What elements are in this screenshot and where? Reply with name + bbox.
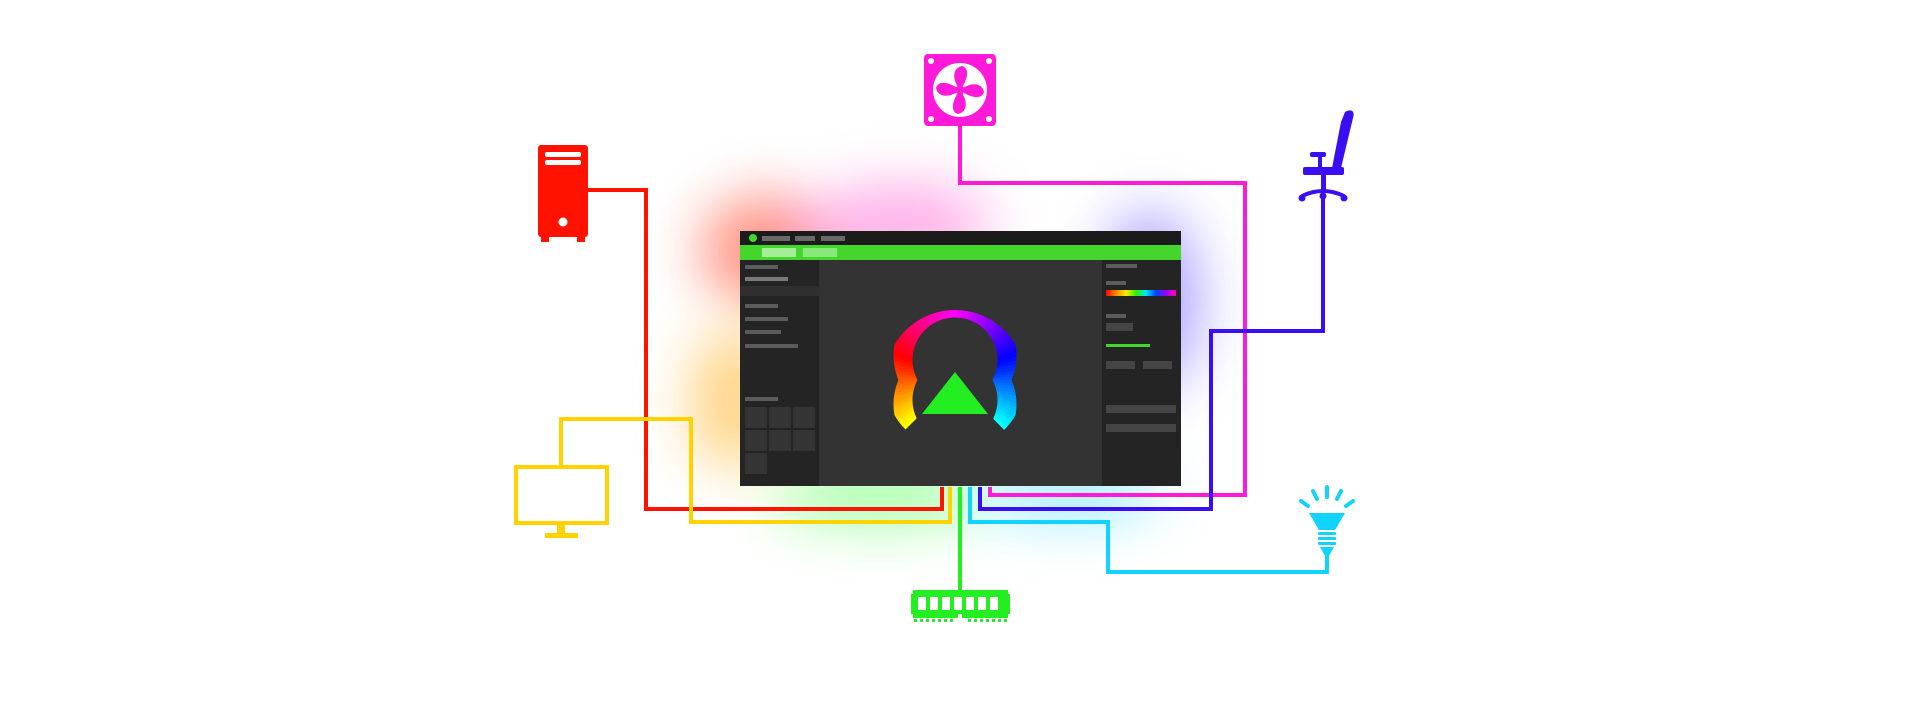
grid-cell[interactable]: [745, 407, 767, 428]
sidebar-item-placeholder[interactable]: [745, 344, 798, 348]
triangle-shape: [921, 347, 989, 387]
panel-field-placeholder[interactable]: [1106, 424, 1176, 432]
right-panel: [1102, 260, 1181, 486]
grid-cell[interactable]: [745, 453, 767, 474]
pc-tower-icon: [538, 145, 588, 242]
grid-cell[interactable]: [793, 407, 815, 428]
grid-cell[interactable]: [745, 430, 767, 451]
color-spectrum-bar[interactable]: [1106, 290, 1176, 296]
menu-item-placeholder[interactable]: [821, 236, 845, 241]
left-sidebar: [740, 260, 819, 486]
sidebar-item-placeholder[interactable]: [745, 304, 778, 308]
triangle-shape: [922, 372, 988, 414]
panel-button-placeholder[interactable]: [1143, 361, 1172, 369]
sidebar-heading-placeholder: [745, 397, 778, 401]
gaming-chair-icon: [1298, 110, 1354, 202]
panel-label-placeholder: [1106, 314, 1126, 318]
app-logo-icon: [749, 234, 757, 242]
wire-monitor: [559, 417, 952, 524]
wire-lamp: [968, 487, 1329, 574]
grid-cell[interactable]: [769, 407, 791, 428]
tab-bar: [740, 245, 1181, 260]
sidebar-heading-placeholder: [745, 265, 778, 269]
accent-slider[interactable]: [1106, 344, 1150, 347]
panel-button-placeholder[interactable]: [1106, 361, 1135, 369]
title-bar: [740, 231, 1181, 245]
case-fan-icon: [924, 54, 996, 126]
menu-item-placeholder[interactable]: [795, 236, 815, 241]
tab-placeholder[interactable]: [803, 248, 837, 257]
wire-pc: [588, 188, 944, 511]
panel-field-placeholder[interactable]: [1106, 405, 1176, 413]
grid-cell[interactable]: [769, 430, 791, 451]
wire-chair: [978, 198, 1325, 511]
smart-bulb-icon: [1299, 485, 1355, 556]
panel-heading-placeholder: [1106, 264, 1137, 268]
panel-field-placeholder[interactable]: [1106, 323, 1133, 331]
rainbow-ring-logo-icon: [893, 310, 1017, 430]
monitor-icon: [514, 465, 609, 538]
sidebar-item-placeholder[interactable]: [745, 330, 781, 334]
tab-placeholder[interactable]: [762, 248, 796, 257]
wire-fan: [958, 125, 1247, 497]
sidebar-selected-row[interactable]: [740, 286, 819, 296]
sidebar-item-placeholder[interactable]: [745, 277, 788, 281]
app-window: [740, 231, 1181, 486]
grid-cell[interactable]: [793, 430, 815, 451]
panel-label-placeholder: [1106, 281, 1126, 285]
sidebar-item-placeholder[interactable]: [745, 317, 788, 321]
ram-stick-icon: [911, 590, 1010, 622]
menu-item-placeholder[interactable]: [762, 236, 790, 241]
main-canvas: [819, 260, 1102, 486]
